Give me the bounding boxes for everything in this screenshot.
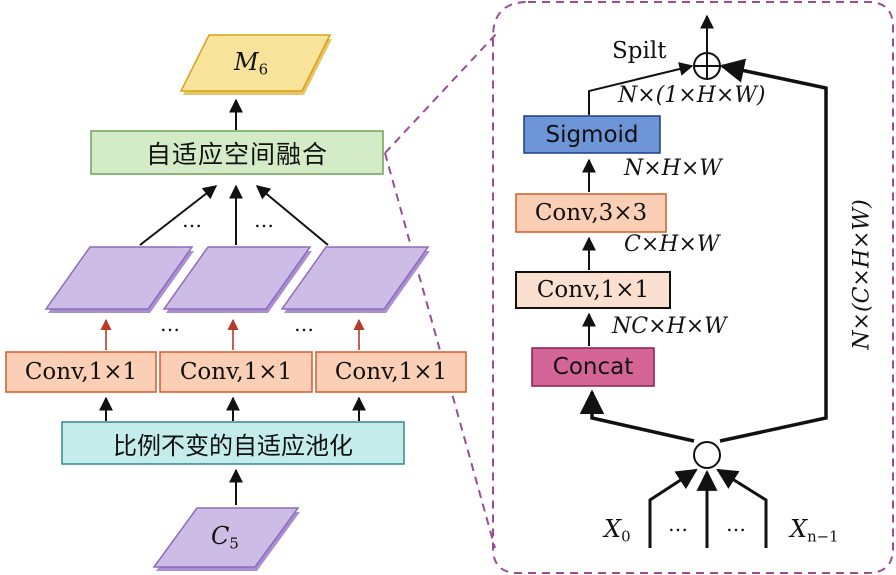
zoom-connector-bottom: [384, 152, 496, 549]
dim-nhw-label: N×H×W: [624, 156, 722, 181]
conv-box-3: [315, 351, 467, 393]
plus-circle: [693, 52, 721, 80]
x0-label: X0: [604, 515, 631, 546]
c5-feature-map: [152, 507, 300, 571]
concat-box: [531, 347, 655, 387]
arrow-sigmoid-to-plus: [588, 62, 694, 115]
conv-label-2: Conv,1×1: [179, 359, 293, 385]
sigmoid-label: Sigmoid: [545, 121, 639, 148]
pool-box: [61, 421, 405, 465]
dim-nchw-label: NC×H×W: [612, 314, 727, 339]
input-xn-arrow: [716, 468, 768, 548]
pool-label: 比例不变的自适应池化: [113, 431, 353, 460]
skip-connection-arrow: [719, 58, 828, 443]
merge-node: [693, 441, 721, 469]
split-label: Spilt: [612, 38, 667, 64]
mid-ellipsis-1: …: [160, 312, 180, 336]
conv-label-3: Conv,1×1: [334, 359, 448, 385]
mid-ellipsis-2: …: [294, 312, 314, 336]
concat-label: Concat: [552, 354, 634, 380]
zoom-connector-top: [384, 32, 498, 154]
zoom-region-border: [492, 1, 894, 574]
conv33-label: Conv,3×3: [534, 200, 648, 226]
conv-label-1: Conv,1×1: [24, 359, 138, 385]
xn-label: Xn−1: [790, 515, 839, 546]
conv-box-2: [159, 351, 313, 393]
arrow-feature-1-to-fusion: [139, 185, 218, 246]
fusion-label: 自适应空间融合: [145, 139, 328, 169]
feature-map-2: [162, 246, 312, 313]
bottom-ellipsis-2: …: [726, 512, 746, 536]
arrow-feature-3-to-fusion: [255, 185, 329, 246]
bottom-ellipsis-1: …: [668, 512, 688, 536]
m6-label: M6: [234, 48, 269, 79]
top-ellipsis-1: …: [182, 208, 202, 232]
conv-box-1: [5, 351, 157, 393]
conv33-box: [515, 193, 667, 233]
arrow-node-to-concat: [579, 389, 695, 443]
m6-feature-map: [179, 34, 332, 95]
feature-map-1: [44, 246, 194, 313]
top-ellipsis-2: …: [254, 208, 274, 232]
c5-label: C5: [211, 522, 239, 553]
conv11-box: [515, 271, 671, 309]
dim-side-label: N×(C×H×W): [849, 199, 875, 350]
feature-map-3: [280, 246, 430, 313]
dim-top-label: N×(1×H×W): [618, 83, 766, 108]
fusion-box: [90, 130, 384, 175]
dim-chw-label: C×H×W: [624, 232, 720, 257]
sigmoid-box: [523, 115, 661, 154]
conv11-label: Conv,1×1: [536, 277, 650, 303]
input-x0-arrow: [648, 468, 698, 548]
